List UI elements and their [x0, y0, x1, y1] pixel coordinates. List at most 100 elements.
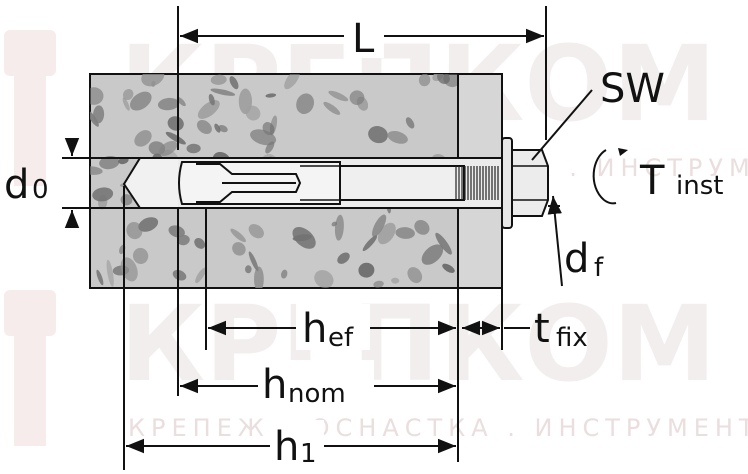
aggregate-spot	[323, 101, 341, 115]
label-h1: h	[274, 424, 299, 470]
label-h1-subscript: 1	[300, 439, 317, 469]
aggregate-spot	[373, 280, 384, 288]
aggregate-spot	[328, 90, 349, 102]
aggregate-spot	[253, 266, 264, 288]
dimension-hef: h ef	[205, 208, 459, 392]
torque-Tinst: T inst	[592, 148, 723, 205]
aggregate-spot	[334, 214, 344, 241]
aggregate-spot	[250, 129, 277, 146]
aggregate-spot	[172, 269, 187, 281]
aggregate-spot	[122, 97, 130, 111]
aggregate-spot	[280, 269, 288, 279]
aggregate-spot	[405, 117, 415, 129]
dimension-d0: d 0	[4, 138, 178, 228]
label-Tinst-subscript: inst	[676, 171, 723, 201]
label-tfix: t	[534, 306, 550, 352]
aggregate-spot	[395, 227, 415, 239]
aggregate-spot	[210, 74, 227, 85]
dimension-df: d f	[547, 195, 604, 287]
aggregate-spot	[196, 119, 212, 135]
watermark-bolt-icon	[4, 30, 56, 446]
aggregate-spot	[407, 267, 423, 284]
aggregate-spot	[90, 166, 103, 175]
aggregate-spot	[157, 97, 180, 111]
aggregate-spot	[99, 156, 120, 170]
aggregate-spot	[90, 110, 99, 127]
aggregate-spot	[349, 90, 365, 106]
aggregate-spot	[248, 224, 264, 239]
aggregate-spot	[176, 97, 186, 107]
aggregate-spot	[141, 74, 165, 87]
label-d0: d	[4, 162, 29, 208]
aggregate-spot	[421, 244, 444, 265]
dimension-tfix: t fix	[462, 288, 588, 353]
label-SW: SW	[600, 66, 665, 112]
aggregate-spot	[186, 143, 201, 154]
label-hef-subscript: ef	[328, 323, 354, 353]
aggregate-spot	[314, 270, 334, 288]
dimension-SW: SW	[531, 66, 665, 161]
aggregate-spot	[368, 126, 388, 144]
aggregate-spot	[387, 131, 408, 144]
aggregate-spot	[134, 130, 152, 147]
aggregate-spot	[372, 214, 387, 238]
aggregate-spot	[126, 222, 143, 240]
rotation-arrow-icon	[592, 149, 607, 201]
aggregate-spot	[337, 252, 350, 264]
aggregate-spot	[210, 88, 236, 96]
aggregate-spot	[292, 234, 312, 242]
aggregate-spot	[123, 88, 134, 101]
aggregate-spot	[442, 263, 455, 273]
aggregate-spot	[435, 232, 452, 255]
aggregate-spot	[195, 267, 207, 284]
aggregate-spot	[232, 242, 246, 256]
aggregate-spot	[130, 91, 152, 111]
aggregate-spot	[165, 131, 186, 145]
label-hef: h	[302, 306, 327, 352]
aggregate-spot	[248, 251, 259, 272]
aggregate-spot	[197, 100, 220, 119]
aggregate-spot	[194, 237, 206, 249]
aggregate-spot	[414, 220, 430, 235]
aggregate-spot	[158, 140, 178, 157]
aggregate-spot	[218, 124, 228, 133]
dimension-h1: h 1	[123, 186, 459, 470]
aggregate-spot	[168, 225, 185, 238]
aggregate-spot	[230, 228, 246, 243]
dimension-L: L	[177, 6, 547, 150]
aggregate-spot	[92, 187, 114, 202]
label-tfix-subscript: fix	[556, 323, 588, 353]
anchor-bolt	[178, 137, 549, 229]
label-hnom: h	[262, 362, 287, 408]
aggregate-spot	[296, 93, 315, 115]
aggregate-spot	[132, 247, 149, 264]
label-Tinst: T	[639, 158, 665, 204]
label-L: L	[352, 16, 375, 62]
aggregate-spot	[418, 74, 431, 87]
label-df-subscript: f	[594, 253, 604, 283]
aggregate-spot	[284, 74, 300, 90]
label-hnom-subscript: nom	[288, 379, 346, 409]
aggregate-spot	[265, 93, 277, 98]
aggregate-spot	[244, 265, 252, 274]
label-df: d	[564, 236, 589, 282]
aggregate-spot	[443, 74, 458, 88]
aggregate-spot	[214, 123, 221, 133]
aggregate-spot	[177, 234, 190, 246]
aggregate-spot	[358, 262, 375, 278]
aggregate-spot	[167, 116, 184, 131]
aggregate-spot	[229, 76, 239, 90]
aggregate-spot	[362, 235, 378, 252]
aggregate-spot	[90, 87, 104, 105]
washer	[501, 137, 513, 229]
aggregate-spot	[138, 217, 159, 232]
aggregate-spot	[106, 259, 114, 287]
aggregate-spot	[208, 93, 215, 106]
bolt-thread	[455, 166, 499, 200]
aggregate-spot	[96, 269, 104, 286]
hex-head	[511, 149, 549, 217]
aggregate-spot	[391, 277, 400, 284]
aggregate-spot	[245, 105, 261, 121]
label-d0-subscript: 0	[32, 175, 49, 205]
